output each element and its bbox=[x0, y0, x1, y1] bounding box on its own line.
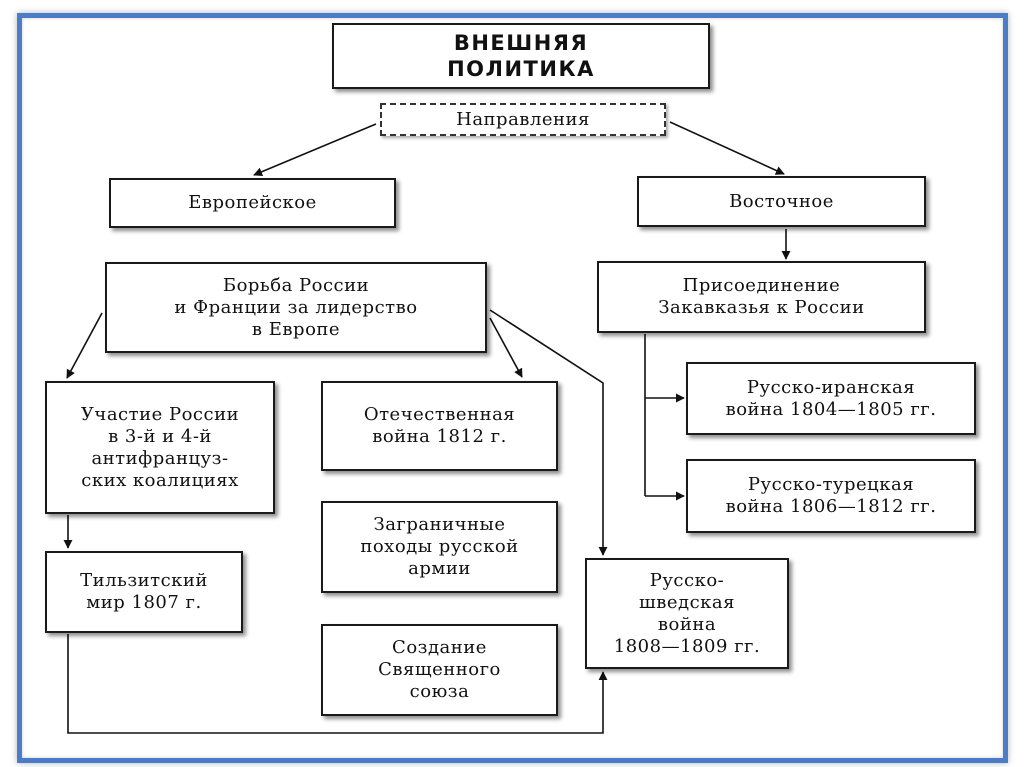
swedish-war-label: Русско- шведская война 1808—1809 гг. bbox=[613, 569, 761, 657]
struggle-label: Борьба России и Франции за лидерство в Е… bbox=[174, 274, 418, 340]
arrow-to-european bbox=[253, 123, 377, 177]
turkish-war-box: Русско-турецкая война 1806—1812 гг. bbox=[686, 459, 976, 533]
eastern-box: Восточное bbox=[637, 176, 926, 227]
foreign-campaigns-label: Заграничные походы русской армии bbox=[360, 514, 519, 579]
european-label: Европейское bbox=[188, 192, 317, 213]
holy-alliance-label: Создание Священного союза bbox=[378, 637, 501, 702]
tilsit-box: Тильзитский мир 1807 г. bbox=[45, 551, 243, 633]
transcaucasia-label: Присоединение Закавказья к России bbox=[658, 275, 865, 318]
arrow-tilsit-to-swedish bbox=[67, 634, 608, 734]
eastern-label: Восточное bbox=[729, 190, 834, 212]
diagram-title: ВНЕШНЯЯ ПОЛИТИКА bbox=[447, 31, 595, 81]
struggle-box: Борьба России и Франции за лидерство в Е… bbox=[105, 262, 487, 353]
swedish-war-box: Русско- шведская война 1808—1809 гг. bbox=[585, 558, 789, 669]
patriotic-war-label: Отечественная война 1812 г. bbox=[363, 404, 516, 447]
directions-label: Направления bbox=[456, 108, 590, 130]
title-box: ВНЕШНЯЯ ПОЛИТИКА bbox=[332, 23, 710, 89]
transcaucasia-box: Присоединение Закавказья к России bbox=[597, 261, 926, 333]
turkish-war-label: Русско-турецкая война 1806—1812 гг. bbox=[725, 474, 937, 517]
holy-alliance-box: Создание Священного союза bbox=[321, 624, 558, 716]
arrow-to-swedish-war bbox=[489, 309, 608, 556]
arrow-to-coalitions bbox=[66, 312, 103, 379]
coalitions-label: Участие России в 3-й и 4-й антифранцуз- … bbox=[80, 403, 240, 491]
directions-box: Направления bbox=[380, 103, 666, 136]
foreign-campaigns-box: Заграничные походы русской армии bbox=[321, 501, 558, 593]
european-box: Европейское bbox=[109, 178, 396, 228]
coalitions-box: Участие России в 3-й и 4-й антифранцуз- … bbox=[45, 381, 275, 514]
patriotic-war-box: Отечественная война 1812 г. bbox=[321, 381, 558, 471]
iranian-war-label: Русско-иранская война 1804—1805 гг. bbox=[725, 376, 937, 420]
tilsit-label: Тильзитский мир 1807 г. bbox=[80, 570, 208, 613]
arrow-to-patriotic-war bbox=[489, 317, 523, 378]
arrow-to-eastern bbox=[669, 121, 785, 175]
iranian-war-box: Русско-иранская война 1804—1805 гг. bbox=[686, 362, 976, 435]
